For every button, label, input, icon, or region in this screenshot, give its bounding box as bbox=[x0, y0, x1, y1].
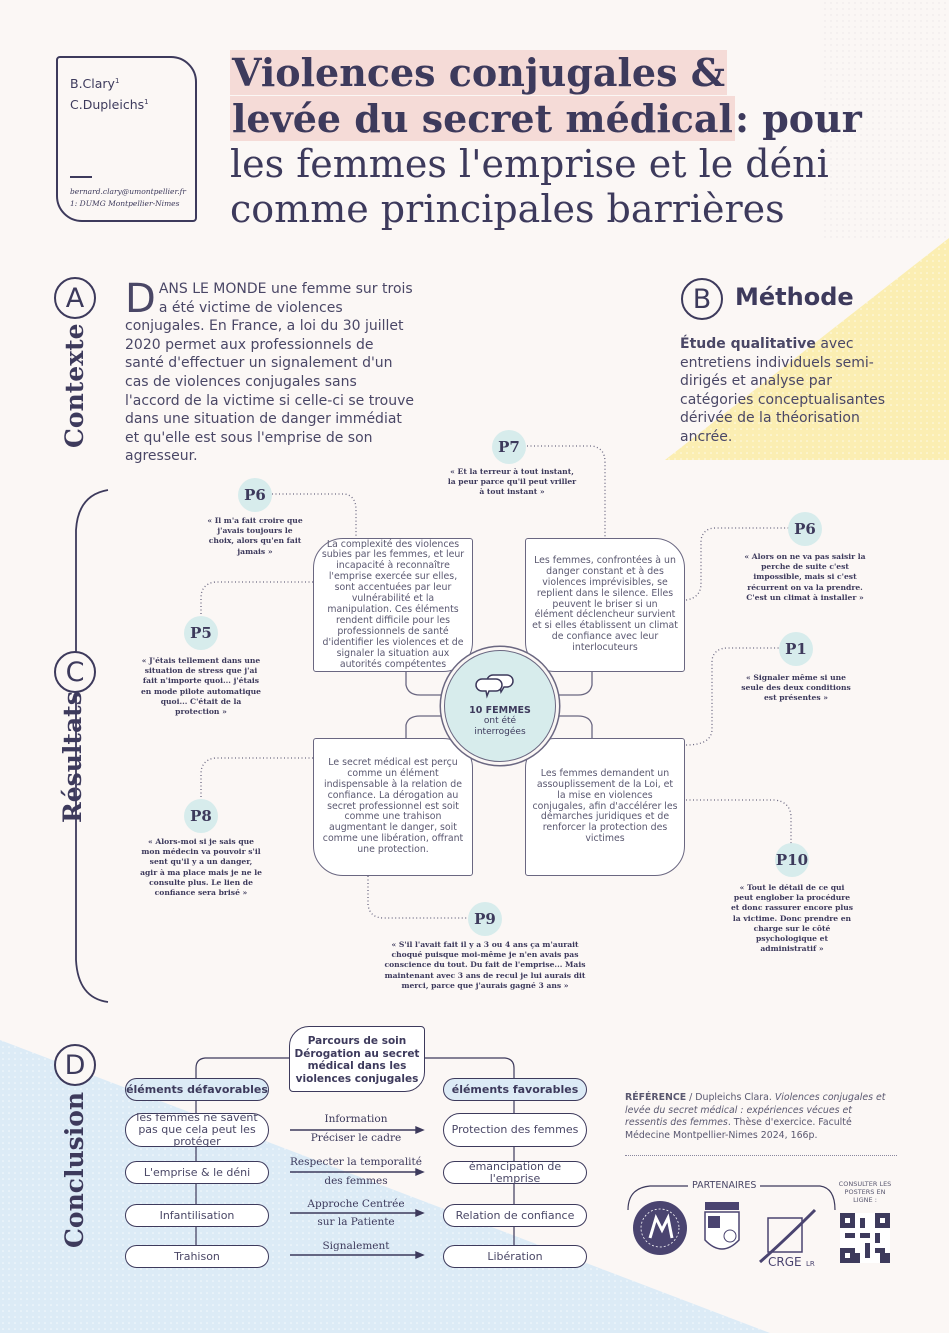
author-sup: 1 bbox=[114, 77, 120, 85]
title-colon: : pour bbox=[734, 96, 862, 141]
participant-quote: « Alors on ne va pas saisir la perche de… bbox=[744, 552, 866, 602]
title-line-1: Violences conjugales & bbox=[230, 50, 727, 95]
faculty-medicine-logo bbox=[704, 1202, 740, 1250]
reference-title: Violences conjugales et levée du secret … bbox=[625, 1092, 886, 1128]
favorable-item: émancipation de l'emprise bbox=[443, 1160, 587, 1184]
section-a-badge: A bbox=[54, 277, 96, 319]
favorable-item: Relation de confiance bbox=[443, 1204, 587, 1227]
favorable-header: éléments favorables bbox=[443, 1078, 587, 1101]
arrow-label: Respecter la temporalité bbox=[290, 1156, 422, 1168]
unfavorable-item: Infantilisation bbox=[125, 1204, 269, 1227]
reference-author: / Dupleichs Clara. bbox=[686, 1092, 775, 1103]
reference-label: RÉFÉRENCE bbox=[625, 1092, 687, 1103]
participant-quote: « Tout le détail de ce qui peut englober… bbox=[730, 883, 854, 954]
finding-box-law: Les femmes demandent un assouplissement … bbox=[525, 738, 685, 876]
author-name: C.Dupleichs bbox=[70, 97, 145, 113]
participant-quote: « J'étais tellement dans une situation d… bbox=[140, 656, 262, 717]
method-text: avec entretiens individuels semi-dirigés… bbox=[680, 336, 886, 445]
finding-box-silence: Les femmes, confrontées à un danger cons… bbox=[525, 538, 685, 672]
author-2: C.Dupleichs1 bbox=[70, 93, 183, 114]
participant-badge: P8 bbox=[184, 799, 218, 833]
speech-bubbles-icon bbox=[475, 674, 514, 699]
section-c-label: Résultats bbox=[58, 691, 87, 823]
section-b-badge: B bbox=[681, 278, 723, 320]
participants-count: 10 FEMMES bbox=[469, 705, 531, 716]
care-pathway-box: Parcours de soin Dérogation au secret mé… bbox=[289, 1026, 425, 1092]
reference-rest: . Thèse d'exercice. Faculté Médecine Mon… bbox=[625, 1117, 852, 1141]
unfavorable-item: les femmes ne savent pas que cela peut l… bbox=[125, 1112, 269, 1148]
section-d-label: Conclusion bbox=[60, 1091, 89, 1248]
participant-badge: P7 bbox=[492, 430, 526, 464]
arrow-label: des femmes bbox=[324, 1175, 388, 1187]
author-sup: 1 bbox=[144, 98, 149, 107]
finding-box-complexity: La complexité des violences subies par l… bbox=[313, 538, 473, 672]
divider bbox=[625, 1155, 897, 1156]
partners-label: PARTENAIRES bbox=[688, 1180, 761, 1191]
participant-quote: « Alors-moi si je sais que mon médecin v… bbox=[140, 837, 262, 898]
title-line-3: les femmes l'emprise et le déni bbox=[230, 142, 829, 186]
author-card: B.Clary1 C.Dupleichs1 bernard.clary@umon… bbox=[56, 56, 197, 222]
participant-quote: « Signaler même si une seule des deux co… bbox=[741, 673, 851, 703]
finding-box-secret: Le secret médical est perçu comme un élé… bbox=[313, 738, 473, 876]
author-name: B.Clary bbox=[70, 76, 115, 92]
section-d-badge: D bbox=[54, 1044, 96, 1086]
reference: RÉFÉRENCE / Dupleichs Clara. Violences c… bbox=[625, 1092, 897, 1142]
arrow-label: Approche Centrée bbox=[307, 1198, 405, 1210]
section-b-label: Méthode bbox=[735, 283, 854, 311]
qr-code-icon[interactable] bbox=[840, 1213, 890, 1263]
participants-text: ont été interrogées bbox=[474, 716, 526, 737]
drop-cap: D bbox=[125, 276, 156, 322]
participant-badge: P6 bbox=[788, 512, 822, 546]
participant-badge: P9 bbox=[468, 902, 502, 936]
method-paragraph: Étude qualitative avec entretiens indivi… bbox=[680, 335, 895, 447]
section-a-label: Contexte bbox=[60, 323, 89, 448]
title-line-2-bold: levée du secret médical bbox=[230, 96, 735, 141]
arrow-label: Signalement bbox=[322, 1240, 390, 1252]
unfavorable-header: éléments défavorables bbox=[125, 1078, 269, 1101]
divider bbox=[70, 176, 92, 179]
consult-label: CONSULTER LES POSTERS EN LIGNE : bbox=[838, 1180, 892, 1204]
method-bold: Étude qualitative bbox=[680, 336, 816, 352]
context-text: une femme sur trois a été victime de vio… bbox=[125, 281, 415, 465]
section-c-badge: C bbox=[54, 651, 96, 693]
unfavorable-item: L'emprise & le déni bbox=[125, 1161, 269, 1184]
favorable-item: Libération bbox=[443, 1245, 587, 1268]
partner-logos: CRGE LR bbox=[627, 1185, 836, 1269]
arrow-label: Information bbox=[324, 1113, 388, 1125]
participant-badge: P5 bbox=[184, 616, 218, 650]
context-lead: ANS LE MONDE bbox=[158, 281, 267, 297]
arrow-label: Préciser le cadre bbox=[310, 1132, 402, 1144]
favorable-item: Protection des femmes bbox=[443, 1113, 587, 1147]
participants-circle: 10 FEMMES ont été interrogées bbox=[444, 650, 556, 762]
participant-badge: P10 bbox=[775, 843, 809, 877]
author-1: B.Clary1 bbox=[70, 72, 183, 93]
participant-quote: « Et la terreur à tout instant, la peur … bbox=[447, 467, 577, 497]
poster-title: Violences conjugales & levée du secret m… bbox=[230, 50, 930, 232]
participant-quote: « S'il l'avait fait il y a 3 ou 4 ans ça… bbox=[384, 940, 586, 990]
participant-badge: P1 bbox=[779, 632, 813, 666]
title-line-4: comme principales barrières bbox=[230, 187, 785, 231]
arrow-label: sur la Patiente bbox=[317, 1216, 395, 1228]
author-email[interactable]: bernard.clary@umontpellier.fr bbox=[70, 187, 186, 197]
lr-label: LR bbox=[806, 1260, 815, 1268]
author-affiliation: 1: DUMG Montpellier-Nimes bbox=[70, 199, 180, 209]
participant-badge: P6 bbox=[238, 478, 272, 512]
unfavorable-item: Trahison bbox=[125, 1245, 269, 1268]
crge-label: CRGE bbox=[768, 1255, 802, 1269]
participant-quote: « Il m'a fait croire que j'avais toujour… bbox=[207, 516, 303, 556]
crge-logo bbox=[759, 1208, 817, 1264]
university-montpellier-logo bbox=[633, 1201, 687, 1255]
